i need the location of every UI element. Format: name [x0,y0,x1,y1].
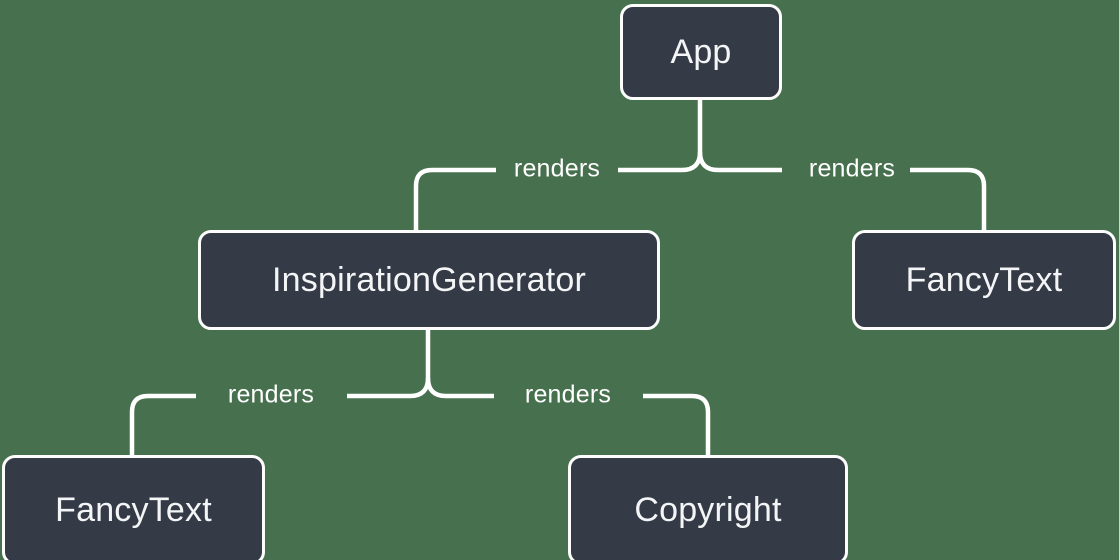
edge-inspgen-to-copyright-right-seg [643,393,711,455]
edge-app-junction-right [697,151,719,173]
edge-inspgen-to-fancy-left-left-seg [129,393,196,455]
node-copyright[interactable]: Copyright [568,455,848,560]
edge-app-junction [681,151,703,173]
edge-inspgen-junction-right [425,377,447,399]
edge-inspgen-junction-left [409,377,431,399]
node-fancy-text-right-label: FancyText [905,260,1063,299]
node-fancy-text-left[interactable]: FancyText [2,455,265,560]
node-app[interactable]: App [620,4,782,100]
edge-label-inspiration-generator-to-copyright: renders [524,380,612,409]
node-inspiration-generator[interactable]: InspirationGenerator [198,230,660,330]
node-inspiration-generator-label: InspirationGenerator [272,260,586,299]
edge-app-to-fancy-right-right-seg [910,167,987,230]
node-app-label: App [670,32,732,71]
edge-label-inspiration-generator-to-fancy-text-left: renders [227,380,315,409]
edge-app-to-inspgen-left-seg [413,167,496,230]
node-fancy-text-right[interactable]: FancyText [852,230,1116,330]
edge-label-app-to-fancy-text-right: renders [808,154,896,183]
node-fancy-text-left-label: FancyText [55,490,212,529]
node-copyright-label: Copyright [634,490,782,529]
edge-label-app-to-inspiration-generator: renders [513,154,601,183]
